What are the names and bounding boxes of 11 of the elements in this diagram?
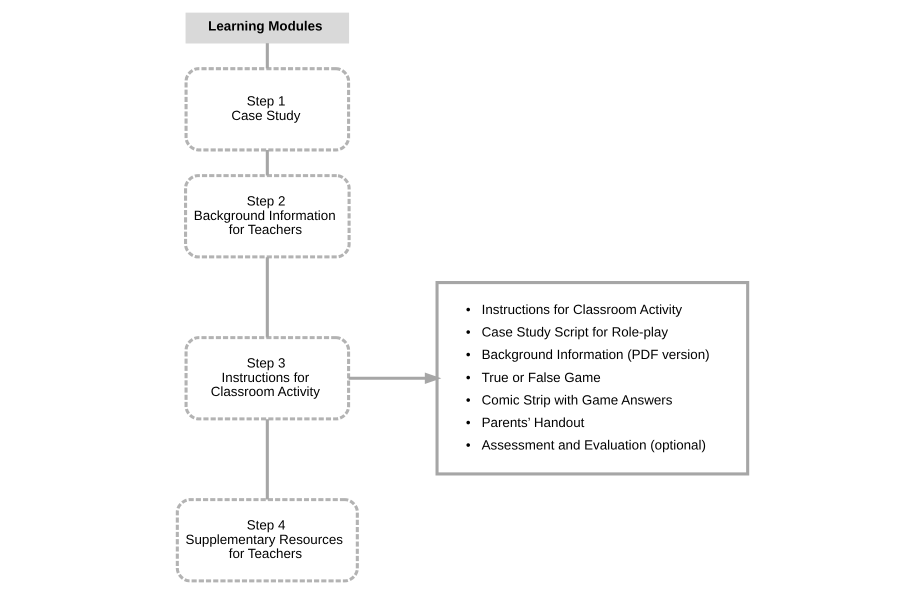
- node-box: Step 2 Background Information for Teachers: [184, 174, 350, 258]
- connector: [265, 149, 268, 175]
- node-box: Learning Modules: [185, 12, 349, 43]
- arrow: [348, 372, 441, 384]
- node-box: Step 4 Supplementary Resources for Teachers: [175, 498, 358, 582]
- connector: [265, 42, 268, 68]
- connector: [265, 256, 268, 338]
- node-box: Step 3 Instructions for Classroom Activity: [184, 336, 350, 420]
- node-box: Step 1 Case Study: [184, 66, 350, 151]
- node-box: • Instructions for Classroom Activity • Case Study Script for Role-play • Background Information (PDF version) • True or False Game • Comic Strip with Game Answers • Parents’ Handout • Assessment and Evaluation (optional): [435, 280, 749, 475]
- connector: [265, 418, 268, 500]
